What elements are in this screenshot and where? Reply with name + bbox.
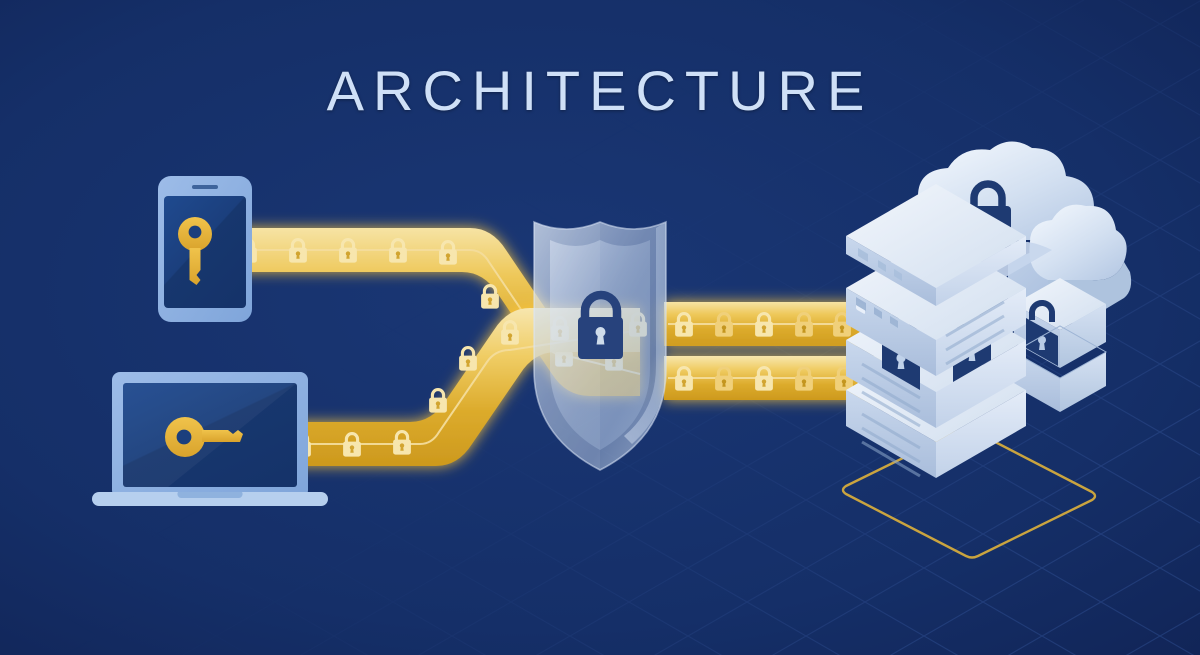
smartphone-key-icon[interactable] [158,176,252,322]
shield-lock-icon[interactable] [533,220,667,471]
page-title: ARCHITECTURE [326,59,874,122]
connection-laptop-to-shield-chain [291,312,649,458]
key-icon [165,417,243,457]
connection-shield-to-servers-upper-chain [668,312,872,338]
lock-icon [1026,300,1058,366]
server-stack-lock-icon[interactable] [846,184,1026,478]
laptop-key-icon[interactable] [92,372,328,506]
key-icon [178,217,212,285]
connection-phone-to-shield [232,228,640,396]
lock-icon [578,290,623,359]
